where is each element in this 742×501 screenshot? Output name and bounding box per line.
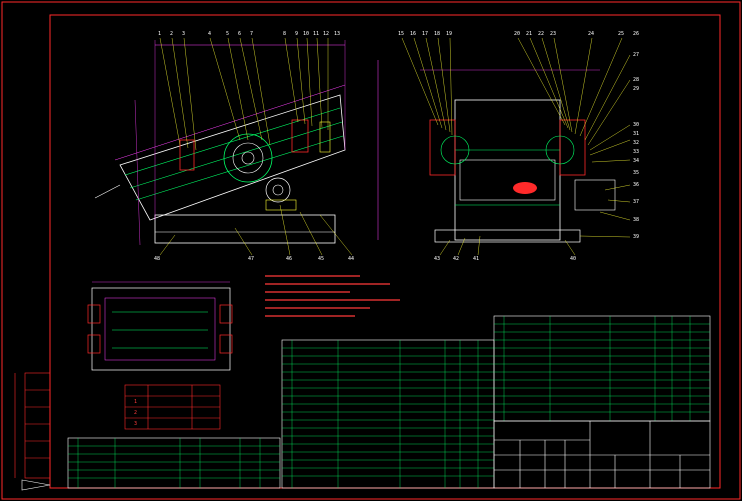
base-frame	[154, 214, 336, 244]
technical-notes	[265, 275, 400, 317]
side-view	[401, 37, 631, 256]
callout-41: 41	[473, 256, 480, 262]
callout-29: 29	[633, 86, 640, 92]
bom-table-middle	[281, 339, 495, 489]
callout-39: 39	[633, 234, 640, 240]
callout-48: 48	[154, 256, 161, 262]
callout-36: 36	[633, 182, 640, 188]
callout-33: 33	[633, 149, 640, 155]
callout-44: 44	[348, 256, 355, 262]
callout-37: 37	[633, 199, 640, 205]
motor-pulley	[265, 177, 291, 203]
callout-28: 28	[633, 77, 640, 83]
param-table	[124, 384, 221, 430]
callout-11: 11	[313, 31, 320, 37]
callout-18: 18	[434, 31, 441, 37]
material-marker	[513, 182, 537, 194]
side-box	[454, 99, 561, 241]
bom-table-right	[493, 315, 711, 422]
callout-8: 8	[283, 31, 287, 37]
callout-47: 47	[248, 256, 255, 262]
callout-9: 9	[295, 31, 299, 37]
front-view	[94, 37, 379, 256]
callout-43: 43	[434, 256, 441, 262]
param-row-2: 2	[134, 410, 138, 416]
callout-20: 20	[514, 31, 521, 37]
callout-30: 30	[633, 122, 640, 128]
left-strip	[14, 372, 51, 479]
callout-25: 25	[618, 31, 625, 37]
callout-17: 17	[422, 31, 429, 37]
callout-31: 31	[633, 131, 640, 137]
param-row-3: 3	[134, 421, 138, 427]
callout-45: 45	[318, 256, 325, 262]
callout-38: 38	[633, 217, 640, 223]
exciter-wheel	[223, 133, 273, 183]
callout-5: 5	[226, 31, 230, 37]
callout-16: 16	[410, 31, 417, 37]
callout-3: 3	[182, 31, 186, 37]
callout-10: 10	[303, 31, 310, 37]
plan-view	[87, 281, 233, 371]
callout-13: 13	[334, 31, 341, 37]
bom-table-bottom-left	[67, 437, 281, 489]
callout-19: 19	[446, 31, 453, 37]
callout-23: 23	[550, 31, 557, 37]
inner-border	[49, 14, 721, 489]
callout-27: 27	[633, 52, 640, 58]
callout-32: 32	[633, 140, 640, 146]
callout-1: 1	[158, 31, 162, 37]
callout-7: 7	[250, 31, 254, 37]
callout-2: 2	[170, 31, 174, 37]
param-row-1: 1	[134, 399, 138, 405]
callout-15: 15	[398, 31, 405, 37]
callout-4: 4	[208, 31, 212, 37]
north-arrow-mark	[21, 479, 51, 491]
callout-6: 6	[238, 31, 242, 37]
title-block	[493, 420, 711, 489]
callout-35: 35	[633, 170, 640, 176]
callout-24: 24	[588, 31, 595, 37]
callout-46: 46	[286, 256, 293, 262]
callout-22: 22	[538, 31, 545, 37]
callout-26: 26	[633, 31, 640, 37]
callout-34: 34	[633, 158, 640, 164]
plan-outline	[91, 287, 231, 371]
callout-40: 40	[570, 256, 577, 262]
callout-12: 12	[323, 31, 330, 37]
callout-42: 42	[453, 256, 460, 262]
callout-21: 21	[526, 31, 533, 37]
